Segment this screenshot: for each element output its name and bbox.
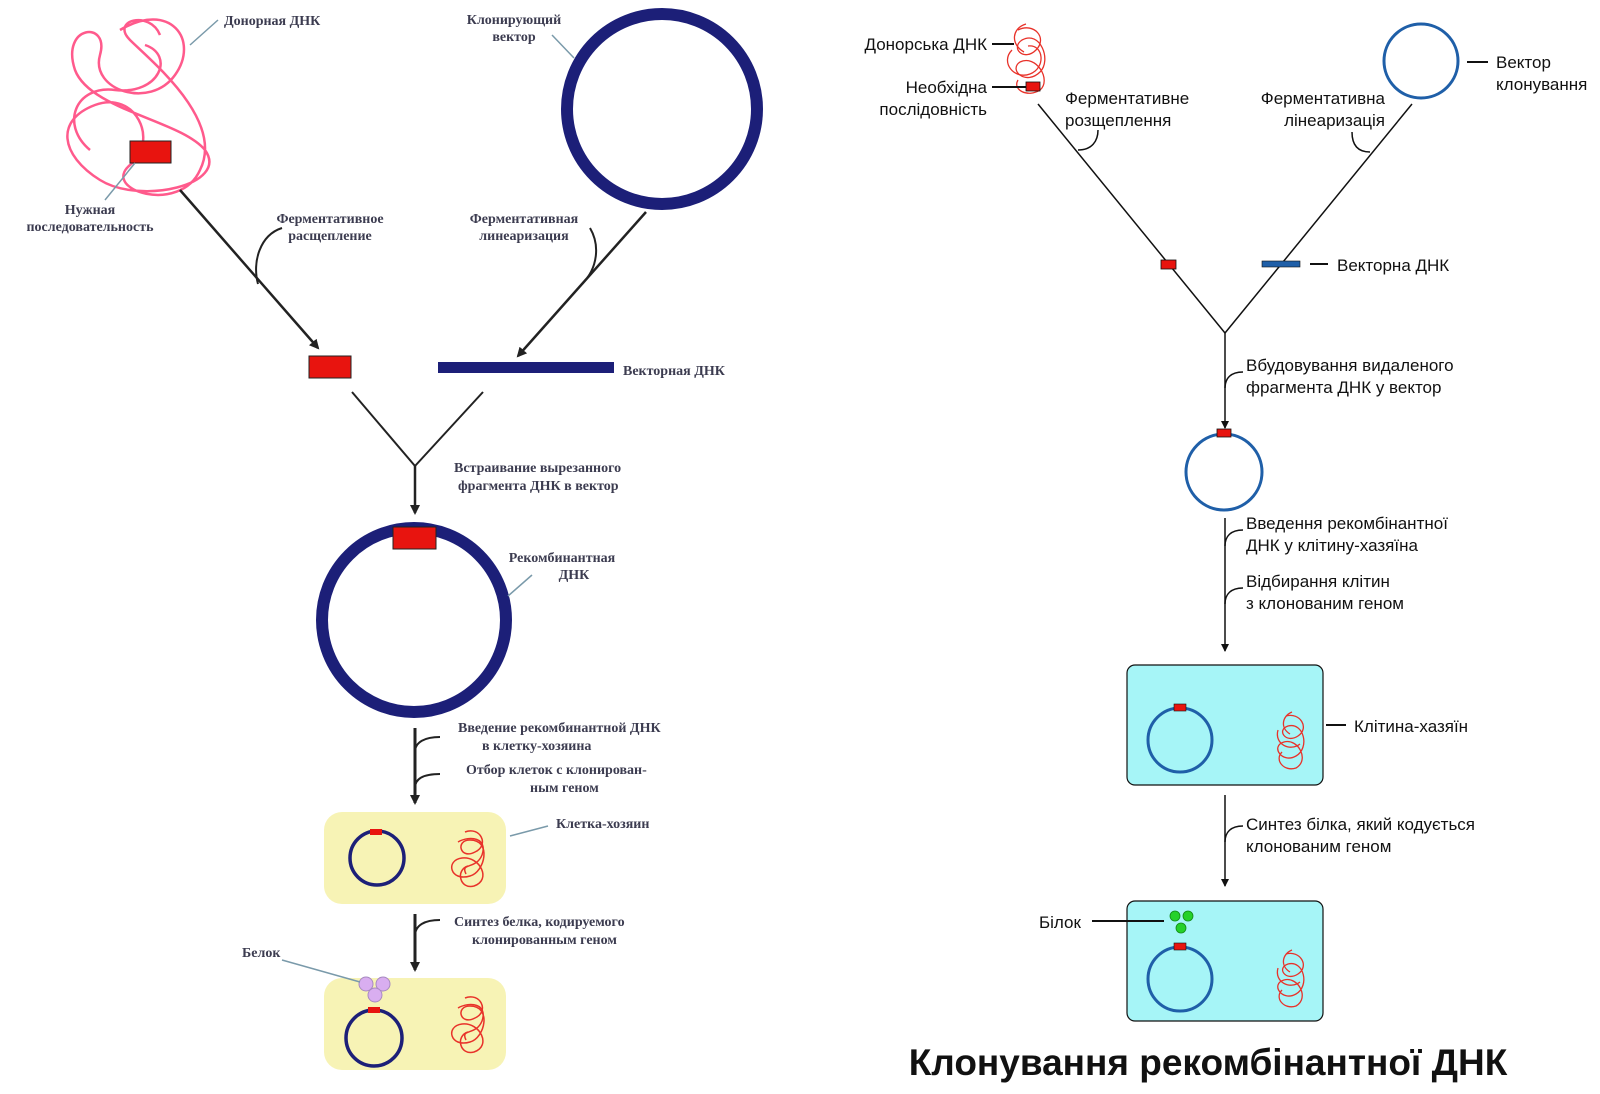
- bracket-insertion-right: [1224, 371, 1244, 389]
- host-cell-right-2: [1126, 900, 1324, 1022]
- leader-target-left: [104, 162, 136, 201]
- label-target-left-1: Нужная: [65, 203, 116, 218]
- label-protein-left: Белок: [242, 946, 281, 961]
- host-chromosome-right-2: [1276, 949, 1305, 1008]
- label-target-left-2: последовательность: [26, 220, 154, 235]
- label-linearization-right-1: Ферментативна: [1261, 89, 1386, 108]
- label-introduction-right-1: Введення рекомбінантної: [1246, 514, 1448, 533]
- label-synthesis-right-1: Синтез білка, який кодується: [1246, 815, 1475, 834]
- right-panel: Донорська ДНК Необхідна послідовність Ве…: [865, 22, 1587, 1083]
- required-sequence-right: [1025, 81, 1041, 92]
- left-panel: Донорная ДНК Нужная последовательность К…: [26, 8, 763, 1070]
- label-host-cell-left: Клетка-хозяин: [556, 817, 649, 832]
- label-vector-right-2: клонування: [1496, 75, 1587, 94]
- label-linearization-left-1: Ферментативная: [470, 212, 579, 227]
- arrow-cleavage-left: [179, 189, 320, 350]
- label-insertion-left-2: фрагмента ДНК в вектор: [458, 479, 619, 494]
- line-cleavage-right: [1037, 103, 1226, 334]
- label-host-cell-right: Клітина-хазяїн: [1354, 717, 1468, 736]
- label-linearization-left-2: линеаризация: [479, 229, 569, 244]
- label-donor-dna-right: Донорська ДНК: [865, 35, 988, 54]
- host-plasmid-insert-left-1: [370, 829, 382, 835]
- label-cleavage-left-2: расщепление: [288, 229, 372, 244]
- leader-protein-left: [281, 959, 361, 983]
- host-chromosome-left-1: [451, 830, 485, 888]
- leader-vector-left: [551, 34, 575, 59]
- host-chromosome-left-2: [451, 996, 485, 1054]
- label-vector-dna-left: Векторная ДНК: [623, 364, 726, 379]
- recombinant-insert-right: [1216, 428, 1232, 438]
- label-synthesis-left-1: Синтез белка, кодируемого: [454, 915, 625, 930]
- bracket-selection-right: [1224, 587, 1244, 605]
- label-cleavage-right-2: розщеплення: [1065, 111, 1171, 130]
- leader-host-left: [509, 825, 549, 837]
- label-introduction-left-2: в клетку-хозяина: [482, 739, 591, 754]
- bracket-selection-left: [414, 773, 441, 789]
- leader-recombinant-left: [507, 574, 533, 597]
- label-selection-right-1: Відбирання клітин: [1246, 572, 1390, 591]
- label-vector-right-1: Вектор: [1496, 53, 1551, 72]
- insert-fragment-right: [1160, 259, 1177, 270]
- recombinant-dna-right: [1184, 432, 1264, 512]
- host-cell-right-1: [1126, 664, 1324, 786]
- vector-dna-fragment-left: [438, 362, 614, 373]
- label-protein-right: Білок: [1039, 913, 1081, 932]
- bracket-introduction-right: [1224, 529, 1244, 547]
- bracket-linearization-left: [581, 227, 598, 285]
- recombinant-dna-left: [316, 522, 512, 718]
- label-introduction-right-2: ДНК у клітину-хазяїна: [1246, 536, 1418, 555]
- label-insertion-left-1: Встраивание вырезанного: [454, 461, 621, 476]
- label-introduction-left-1: Введение рекомбинантной ДНК: [458, 721, 661, 736]
- label-insertion-right-1: Вбудовування видаленого: [1246, 356, 1454, 375]
- label-selection-left-1: Отбор клеток с клонирован-: [466, 763, 647, 778]
- label-required-right-1: Необхідна: [906, 78, 988, 97]
- label-synthesis-right-2: клонованим геном: [1246, 837, 1391, 856]
- cloning-vector-left: [561, 8, 763, 210]
- label-linearization-right-2: лінеаризація: [1284, 111, 1385, 130]
- merge-left-b: [414, 391, 484, 467]
- bracket-synthesis-right: [1224, 825, 1244, 843]
- label-synthesis-left-2: клонированным геном: [472, 933, 617, 948]
- label-required-right-2: послідовність: [879, 100, 987, 119]
- bracket-cleavage-right: [1077, 129, 1099, 151]
- host-cell-left-2: [324, 978, 506, 1070]
- insert-fragment-left: [308, 355, 352, 379]
- bracket-linearization-right: [1351, 131, 1371, 153]
- vector-dna-fragment-right: [1261, 260, 1301, 268]
- label-recombinant-left-1: Рекомбинантная: [509, 551, 616, 566]
- host-chromosome-right-1: [1276, 711, 1305, 770]
- bracket-cleavage-left: [255, 227, 283, 285]
- host-plasmid-insert-right-1: [1173, 703, 1187, 712]
- merge-left-a: [351, 391, 416, 467]
- recombinant-insert-left: [392, 526, 437, 550]
- host-plasmid-insert-left-2: [368, 1007, 380, 1013]
- label-recombinant-left-2: ДНК: [559, 568, 591, 583]
- label-cleavage-left-1: Ферментативное: [276, 212, 383, 227]
- host-cell-left-1: [324, 812, 506, 904]
- label-selection-right-2: з клонованим геном: [1246, 594, 1404, 613]
- page-title: Клонування рекомбінантної ДНК: [909, 1042, 1508, 1083]
- leader-donor-left: [189, 19, 219, 46]
- label-vector-dna-right: Векторна ДНК: [1337, 256, 1449, 275]
- label-vector-left-2: вектор: [492, 30, 536, 45]
- bracket-introduction-left: [414, 736, 441, 753]
- label-donor-dna-left: Донорная ДНК: [224, 14, 321, 29]
- label-cleavage-right-1: Ферментативне: [1065, 89, 1189, 108]
- cloning-vector-right: [1382, 22, 1460, 100]
- donor-dna-left: [66, 18, 211, 197]
- label-vector-left-1: Клонирующий: [467, 13, 561, 28]
- line-linearization-right: [1224, 103, 1413, 334]
- protein-left: [358, 976, 391, 1003]
- target-sequence-left: [129, 140, 172, 164]
- label-insertion-right-2: фрагмента ДНК у вектор: [1246, 378, 1441, 397]
- label-selection-left-2: ным геном: [530, 781, 599, 796]
- bracket-synthesis-left: [414, 919, 441, 937]
- protein-right: [1169, 910, 1194, 934]
- host-plasmid-insert-right-2: [1173, 942, 1187, 951]
